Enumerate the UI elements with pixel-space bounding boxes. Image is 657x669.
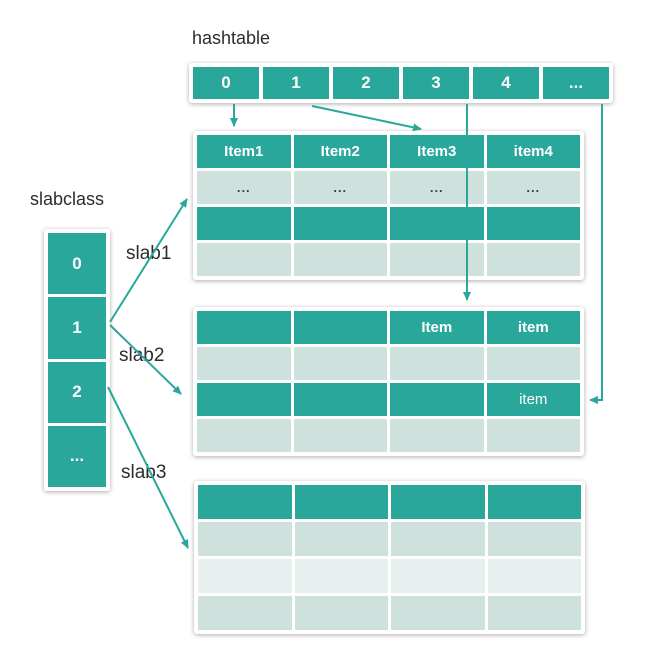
slab2-cell-r2c1 xyxy=(293,383,387,416)
slab2-cell-r3c1 xyxy=(293,419,387,452)
slab2-cell-r1c0 xyxy=(197,347,291,380)
slabclass-cell-0: 0 xyxy=(48,233,106,295)
slab1-cell-r2c1 xyxy=(293,207,387,240)
slab2-cell-r0c1 xyxy=(293,311,387,344)
hashtable-cell-3: 3 xyxy=(403,67,469,99)
slabclass-cell-2: 2 xyxy=(48,361,106,423)
slab2-cell-r1c1 xyxy=(293,347,387,380)
slab1-cell-r1c2: ... xyxy=(390,171,484,204)
slab2-row-1 xyxy=(197,347,580,380)
slab3-cell-r1c2 xyxy=(391,522,485,556)
slab3-cell-r3c1 xyxy=(294,596,388,630)
slab3-row-1 xyxy=(198,522,581,556)
slab3-cell-r1c1 xyxy=(294,522,388,556)
slab2-cell-r0c0 xyxy=(197,311,291,344)
slab2-cell-r1c3 xyxy=(486,347,580,380)
slab3-cell-r3c3 xyxy=(487,596,581,630)
slab1-cell-r1c1: ... xyxy=(293,171,387,204)
hashtable-cell-5: ... xyxy=(543,67,609,99)
slab1-cell-r3c0 xyxy=(197,243,291,276)
slab3-row-0 xyxy=(198,485,581,519)
slab1-cell-r1c3: ... xyxy=(486,171,580,204)
slab1-cell-r0c2: Item3 xyxy=(390,135,484,168)
hashtable-cell-2: 2 xyxy=(333,67,399,99)
hashtable-cell-0: 0 xyxy=(193,67,259,99)
slab2-cell-r2c0 xyxy=(197,383,291,416)
slab3-cell-r0c2 xyxy=(391,485,485,519)
hashtable-label: hashtable xyxy=(192,28,271,48)
slab1-cell-r2c0 xyxy=(197,207,291,240)
slabclass-cell-3: ... xyxy=(48,425,106,487)
slab1-cell-r3c3 xyxy=(486,243,580,276)
hashtable-cell-1: 1 xyxy=(263,67,329,99)
slab1-cell-r0c0: Item1 xyxy=(197,135,291,168)
slab1-row-3 xyxy=(197,243,580,276)
slab2-row-2: item xyxy=(197,383,580,416)
slab1-row-1: ............ xyxy=(197,171,580,204)
slab1-cell-r3c2 xyxy=(390,243,484,276)
slab2-cell-r2c2 xyxy=(390,383,484,416)
slab2-cell-r3c3 xyxy=(486,419,580,452)
slab3-table xyxy=(194,481,585,634)
slab3-cell-r2c1 xyxy=(294,559,388,593)
slab2-label: slab2 xyxy=(119,345,165,366)
slab3-cell-r0c3 xyxy=(487,485,581,519)
slab3-row-2 xyxy=(198,559,581,593)
slab3-cell-r0c1 xyxy=(294,485,388,519)
slab2-cell-r3c2 xyxy=(390,419,484,452)
slab2-cell-r3c0 xyxy=(197,419,291,452)
slab1-label: slab1 xyxy=(126,243,172,264)
slab3-cell-r2c3 xyxy=(487,559,581,593)
slab1-cell-r0c1: Item2 xyxy=(293,135,387,168)
slab2-cell-r0c3: item xyxy=(486,311,580,344)
slab2-row-3 xyxy=(197,419,580,452)
slab2-cell-r0c2: Item xyxy=(390,311,484,344)
slab1-cell-r2c3 xyxy=(486,207,580,240)
slab1-row-2 xyxy=(197,207,580,240)
slab3-cell-r1c3 xyxy=(487,522,581,556)
slab3-cell-r3c2 xyxy=(391,596,485,630)
slab3-label: slab3 xyxy=(121,462,167,483)
arrow-hashdots-to-slab2-item xyxy=(589,104,603,404)
hashtable-cell-4: 4 xyxy=(473,67,539,99)
slab3-cell-r2c0 xyxy=(198,559,292,593)
slab1-cell-r2c2 xyxy=(390,207,484,240)
slab3-cell-r2c2 xyxy=(391,559,485,593)
slab3-cell-r1c0 xyxy=(198,522,292,556)
slab1-cell-r3c1 xyxy=(293,243,387,276)
slabclass-label: slabclass xyxy=(30,189,105,209)
slab3-row-3 xyxy=(198,596,581,630)
slab3-cell-r0c0 xyxy=(198,485,292,519)
arrow-hash1-to-item3 xyxy=(311,105,422,132)
slab2-cell-r2c3: item xyxy=(486,383,580,416)
slab1-cell-r1c0: ... xyxy=(197,171,291,204)
slab2-cell-r1c2 xyxy=(390,347,484,380)
slabclass-cell-1: 1 xyxy=(48,297,106,359)
slab3-cell-r3c0 xyxy=(198,596,292,630)
slab1-cell-r0c3: item4 xyxy=(486,135,580,168)
